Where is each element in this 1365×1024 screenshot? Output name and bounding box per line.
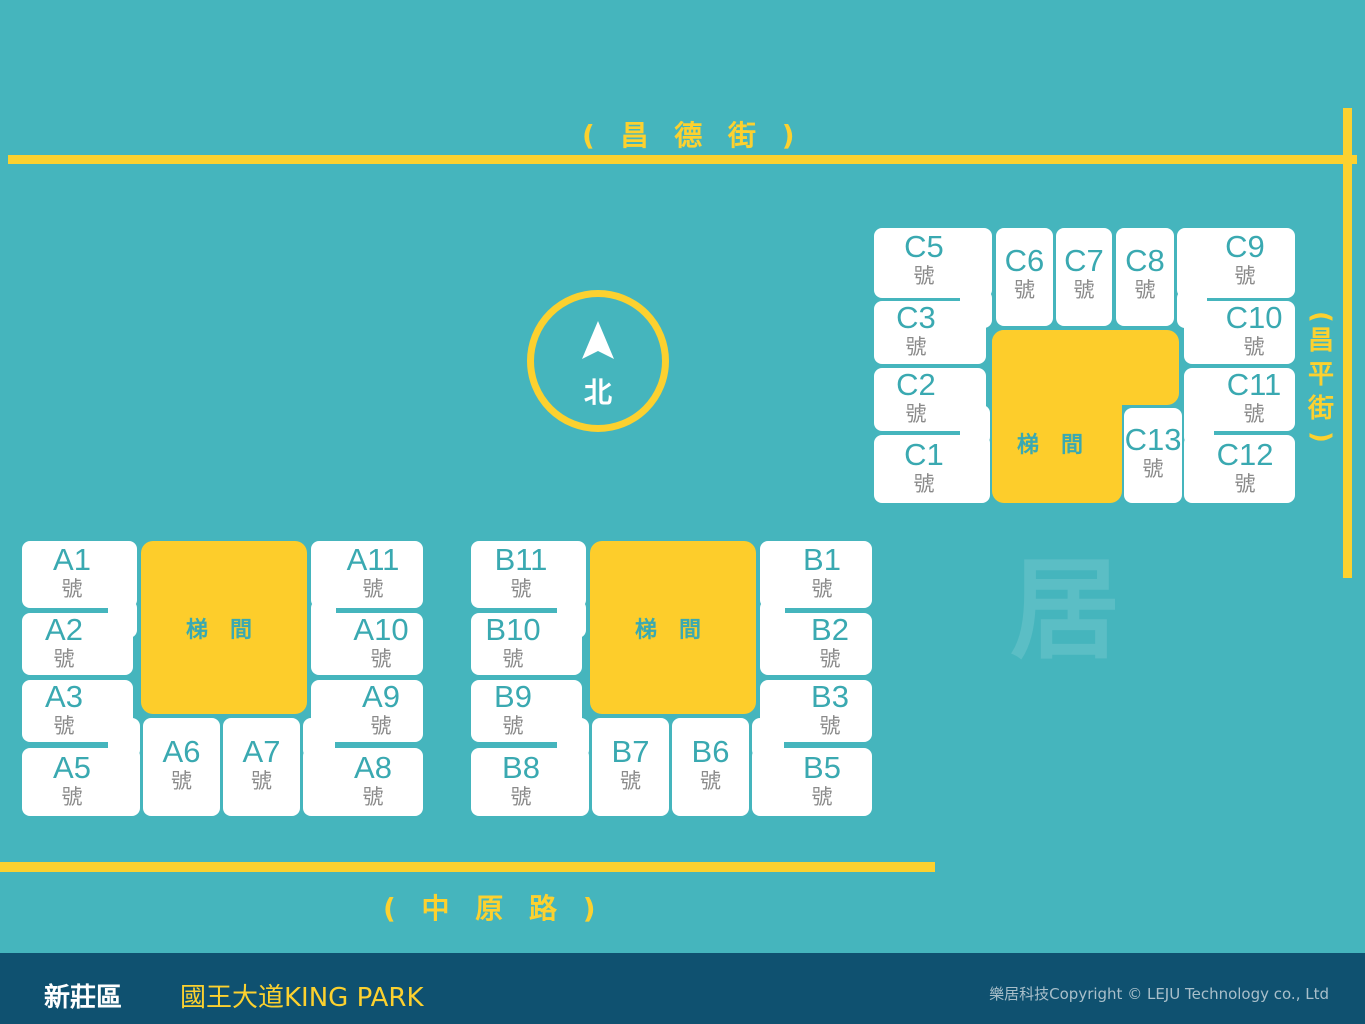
- stairwell-c-lower: [992, 330, 1122, 503]
- footer-project: 國王大道KING PARK: [180, 983, 424, 1013]
- road-label-south: ( 中 原 路 ): [383, 892, 604, 925]
- unit-c3[interactable]: [874, 301, 986, 364]
- north-arrow-icon: [582, 321, 614, 359]
- watermark-logo-2: 居: [1010, 546, 1120, 674]
- unit-c1[interactable]: [874, 435, 990, 503]
- unit-c12[interactable]: [1184, 435, 1295, 503]
- unit-a11[interactable]: [311, 600, 336, 638]
- unit-c8[interactable]: [1116, 228, 1174, 326]
- unit-a5[interactable]: [108, 718, 140, 758]
- road-north: [8, 155, 1357, 164]
- stairwell-label: 梯 間: [186, 618, 253, 643]
- road-east: [1343, 108, 1352, 578]
- unit-a7[interactable]: [223, 718, 300, 816]
- unit-c9[interactable]: [1177, 228, 1295, 298]
- stairwell-a: [141, 541, 307, 714]
- compass-label: 北: [583, 376, 612, 409]
- stairwell-label: 梯 間: [1017, 433, 1084, 458]
- unit-b3[interactable]: [760, 680, 872, 742]
- unit-b8[interactable]: [471, 748, 589, 816]
- unit-c13[interactable]: [1124, 408, 1182, 503]
- road-label-east-char: 昌: [1307, 326, 1334, 356]
- unit-a11[interactable]: [311, 541, 423, 608]
- unit-b6[interactable]: [672, 718, 749, 816]
- unit-c10[interactable]: [1184, 301, 1295, 364]
- unit-a9[interactable]: [311, 680, 423, 742]
- footer: 新莊區 國王大道KING PARK 樂居科技Copyright © LEJU T…: [0, 953, 1365, 1024]
- unit-a6[interactable]: [143, 718, 220, 816]
- unit-b8[interactable]: [557, 718, 589, 758]
- footer-copyright: 樂居科技Copyright © LEJU Technology co., Ltd: [989, 985, 1329, 1003]
- stairwell-label: 梯 間: [635, 618, 702, 643]
- stairwell-b: [590, 541, 756, 714]
- compass: 北: [527, 290, 669, 432]
- road-label-east-char: ): [1306, 431, 1336, 443]
- unit-c6[interactable]: [996, 228, 1053, 326]
- unit-b5[interactable]: [752, 748, 872, 816]
- footer-district: 新莊區: [44, 983, 123, 1013]
- road-label-east-char: 平: [1307, 360, 1334, 390]
- unit-b10[interactable]: [471, 613, 582, 675]
- unit-c7[interactable]: [1056, 228, 1112, 326]
- road-label-north: ( 昌 德 街 ): [582, 119, 803, 152]
- unit-c5[interactable]: [874, 228, 992, 298]
- unit-a1[interactable]: [22, 541, 137, 608]
- unit-a8[interactable]: [303, 748, 423, 816]
- road-label-east-char: 街: [1307, 394, 1334, 424]
- unit-b1[interactable]: [760, 541, 872, 608]
- unit-a5[interactable]: [22, 748, 140, 816]
- unit-c1[interactable]: [960, 405, 990, 445]
- unit-c12[interactable]: [1184, 405, 1214, 445]
- unit-b1[interactable]: [760, 600, 785, 638]
- unit-b11[interactable]: [471, 541, 586, 608]
- road-south: [0, 862, 935, 872]
- unit-b7[interactable]: [592, 718, 669, 816]
- unit-a2[interactable]: [22, 613, 133, 675]
